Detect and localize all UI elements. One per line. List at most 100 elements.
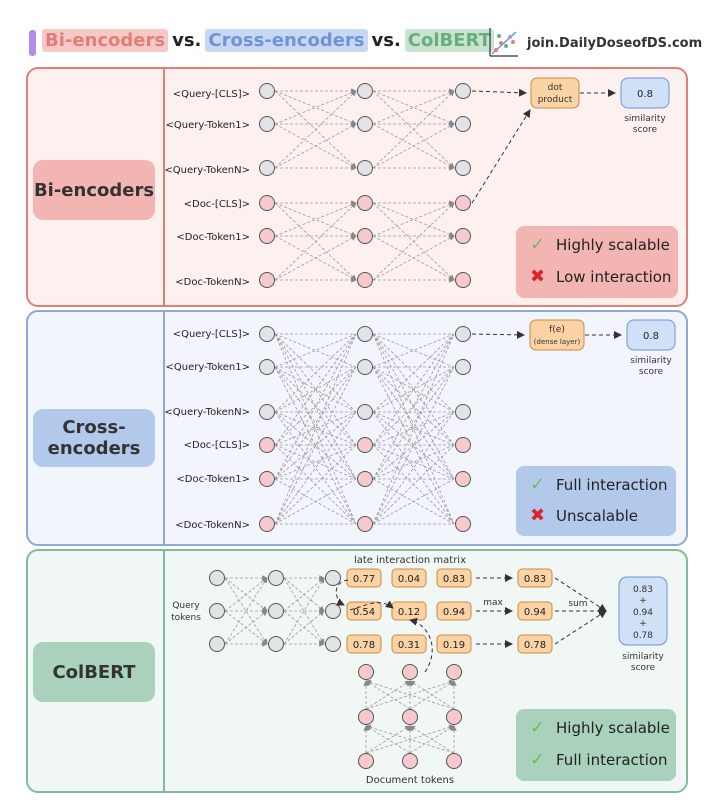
- accent-bar: [29, 30, 36, 56]
- arrow: [471, 109, 531, 204]
- check-icon: ✓: [530, 749, 546, 770]
- connection-line: [274, 90, 357, 125]
- title-vs: vs.: [371, 30, 401, 51]
- colbert-score-box: [618, 576, 668, 646]
- cross-pro: ✓Full interaction: [530, 474, 668, 495]
- token-node: [455, 160, 471, 176]
- colbert-pro2-text: Full interaction: [556, 750, 668, 769]
- connection-line: [274, 411, 357, 480]
- bi-token-label: <Query-[CLS]>: [173, 89, 250, 100]
- max-label: max: [483, 598, 503, 608]
- bi-pro-text: Highly scalable: [556, 235, 670, 254]
- cross-encoders-network: [259, 326, 525, 532]
- connection-line: [372, 333, 455, 525]
- colbert-pro2: ✓ Full interaction: [530, 749, 668, 770]
- token-node: [357, 228, 373, 244]
- connection-line: [372, 444, 455, 525]
- title-cross-encoders: Cross-encoders: [205, 29, 368, 52]
- connection-line: [372, 90, 455, 169]
- token-node: [259, 83, 275, 99]
- connection-line: [283, 577, 325, 645]
- colbert-divider: [163, 549, 165, 791]
- token-node: [455, 437, 471, 453]
- bi-pro: ✓ Highly scalable: [530, 234, 670, 255]
- cross-token-label: <Query-Token1>: [166, 362, 250, 373]
- cross-score-caption: score: [639, 367, 664, 377]
- arrow: [409, 617, 433, 673]
- check-icon: ✓: [530, 717, 546, 738]
- bi-token-label: <Doc-Token1>: [176, 232, 250, 243]
- token-node: [455, 359, 471, 375]
- connection-line: [372, 333, 455, 413]
- token-node: [259, 116, 275, 132]
- connection-line: [274, 235, 357, 281]
- connection-line: [274, 202, 357, 237]
- token-node: [357, 516, 373, 532]
- cross-properties: ✓Full interaction ✖ Unscalable: [516, 466, 676, 536]
- connection-line: [274, 366, 357, 480]
- token-node: [455, 272, 471, 288]
- title-bi-encoders: Bi-encoders: [42, 29, 169, 52]
- cross-con-text: Unscalable: [556, 506, 639, 525]
- colbert-label: ColBERT: [33, 642, 155, 702]
- token-node: [325, 570, 341, 586]
- token-node: [259, 228, 275, 244]
- connection-line: [372, 366, 455, 446]
- connection-line: [274, 333, 357, 480]
- connection-line: [372, 333, 455, 368]
- token-node: [357, 160, 373, 176]
- connection-line: [274, 366, 357, 525]
- dot-product-box: [530, 77, 580, 109]
- connection-line: [372, 202, 455, 237]
- score-line: 0.83: [633, 585, 653, 595]
- connection-line: [365, 680, 411, 710]
- bi-divider: [163, 67, 165, 305]
- token-node: [455, 326, 471, 342]
- connection-line: [274, 333, 357, 368]
- max-value: 0.94: [524, 607, 546, 618]
- cross-score-box: [626, 319, 676, 351]
- connection-line: [274, 333, 357, 446]
- connection-line: [372, 411, 455, 525]
- token-node: [357, 404, 373, 420]
- colbert-properties: ✓Highly scalable ✓Full interaction: [516, 709, 676, 781]
- connection-line: [274, 333, 357, 413]
- connection-line: [274, 333, 357, 525]
- connection-line: [365, 679, 455, 710]
- token-node: [357, 326, 373, 342]
- token-node: [259, 195, 275, 211]
- dense-layer-label: (dense layer): [534, 338, 581, 346]
- dense-layer-box: [529, 319, 585, 351]
- arrow: [554, 610, 607, 645]
- connection-line: [372, 202, 455, 237]
- check-icon: ✓: [530, 474, 546, 495]
- chart-logo-icon: [489, 28, 518, 57]
- arrow: [471, 88, 527, 97]
- cross-label-line2: encoders: [47, 438, 141, 459]
- connection-line: [274, 123, 357, 169]
- token-node: [402, 709, 418, 725]
- matrix-cell: [346, 634, 382, 654]
- colbert-score-caption: score: [631, 663, 656, 673]
- connection-line: [372, 366, 455, 480]
- cross-token-label: <Doc-TokenN>: [175, 520, 250, 531]
- x-mark-icon: ✖: [530, 505, 546, 526]
- token-node: [259, 160, 275, 176]
- matrix-cell: [346, 601, 382, 621]
- matrix-cell: [436, 601, 472, 621]
- connection-line: [372, 411, 455, 446]
- bi-con-text: Low interaction: [556, 267, 672, 286]
- bi-token-label: <Doc-[CLS]>: [184, 199, 250, 210]
- connection-line: [283, 577, 325, 612]
- connection-line: [372, 411, 455, 480]
- token-node: [268, 603, 284, 619]
- connection-line: [283, 577, 325, 645]
- connection-line: [274, 366, 357, 480]
- token-node: [446, 664, 462, 680]
- connection-line: [274, 411, 357, 446]
- token-node: [357, 116, 373, 132]
- connection-line: [372, 411, 455, 525]
- matrix-value: 0.78: [353, 640, 375, 651]
- check-icon: ✓: [530, 234, 546, 255]
